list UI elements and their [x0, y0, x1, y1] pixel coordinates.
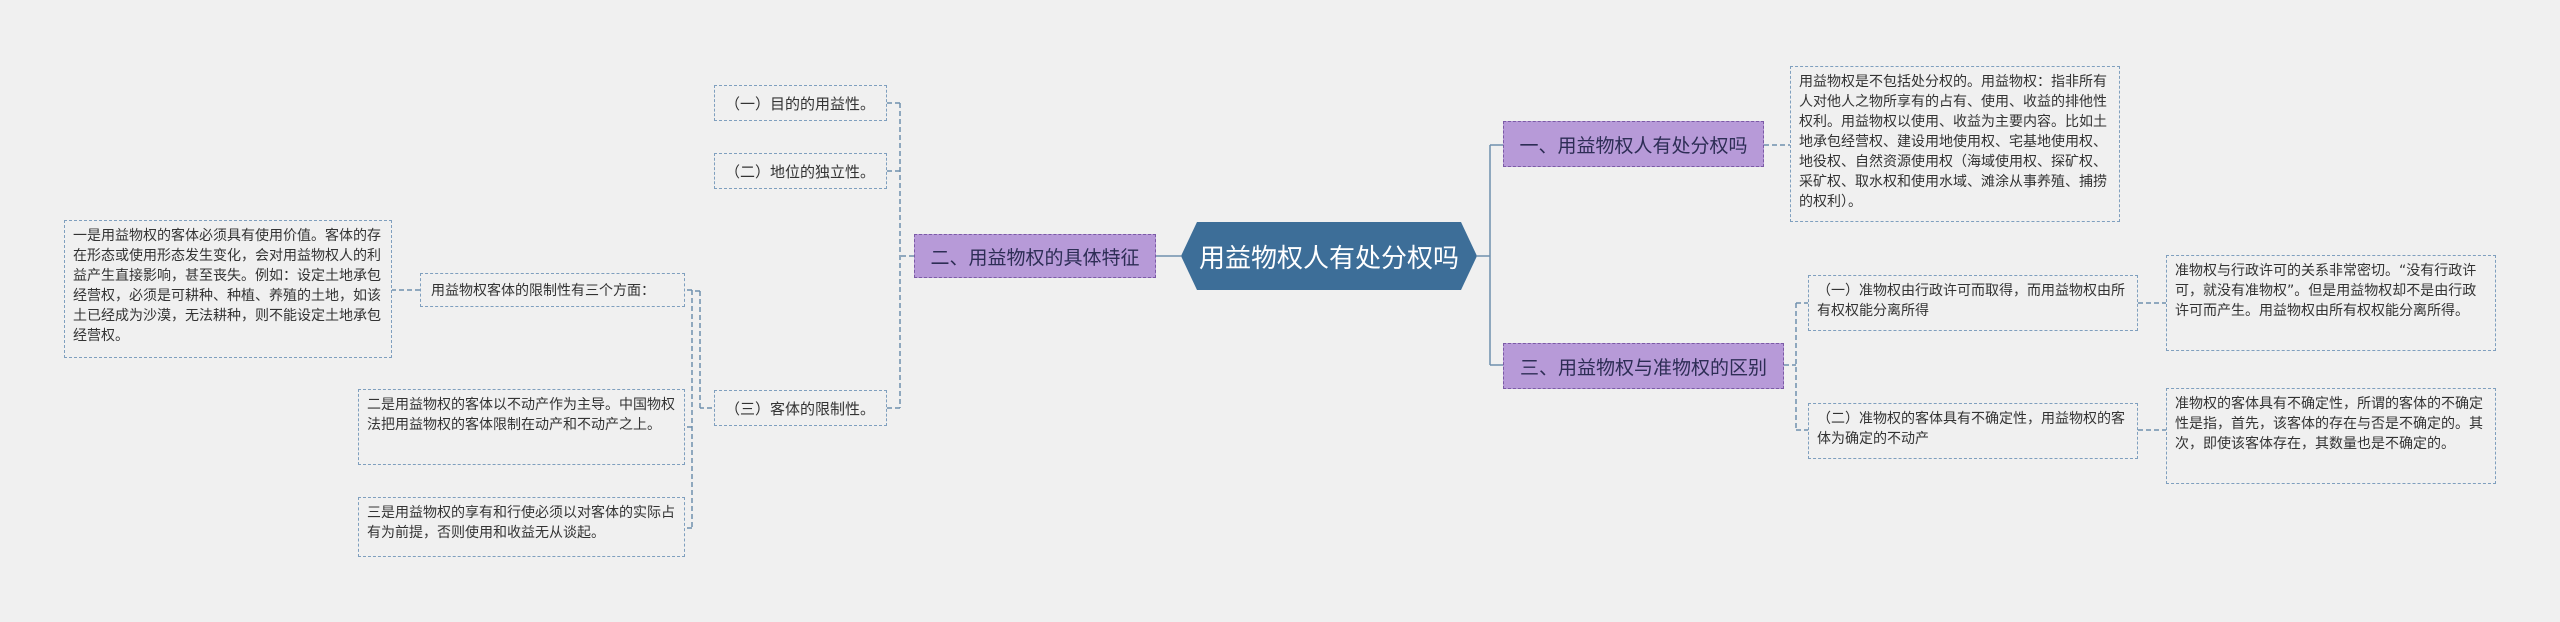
connector-diff-items — [1784, 302, 1808, 431]
feature-item-restriction-label: （三）客体的限制性。 — [725, 399, 876, 418]
difference-item-1-text: （一）准物权由行政许可而取得，而用益物权由所有权权能分离所得 — [1817, 283, 2125, 319]
feature-item-independence[interactable]: （二）地位的独立性。 — [714, 153, 887, 189]
restriction-point-3-text: 三是用益物权的享有和行使必须以对客体的实际占有为前提，否则使用和收益无从谈起。 — [367, 505, 675, 541]
restriction-point-3[interactable]: 三是用益物权的享有和行使必须以对客体的实际占有为前提，否则使用和收益无从谈起。 — [358, 497, 685, 557]
restriction-intro-label: 用益物权客体的限制性有三个方面： — [431, 283, 655, 299]
difference-item-2-detail[interactable]: 准物权的客体具有不确定性，所谓的客体的不确定性是指，首先，该客体的存在与否是不确… — [2166, 388, 2496, 484]
branch-difference-label: 三、用益物权与准物权的区别 — [1519, 356, 1767, 379]
branch-specific-features[interactable]: 二、用益物权的具体特征 — [914, 234, 1156, 278]
restriction-point-1-text: 一是用益物权的客体必须具有使用价值。客体的存在形态或使用形态发生变化，会对用益物… — [73, 228, 381, 344]
feature-item-purpose[interactable]: （一）目的的用益性。 — [714, 85, 887, 121]
difference-item-1-detail[interactable]: 准物权与行政许可的关系非常密切。“没有行政许可，就没有准物权”。但是用益物权却不… — [2166, 255, 2496, 351]
branch-specific-features-label: 二、用益物权的具体特征 — [930, 246, 1140, 269]
disposal-detail-text: 用益物权是不包括处分权的。用益物权：指非所有人对他人之物所享有的占有、使用、收益… — [1799, 74, 2107, 210]
branch-difference[interactable]: 三、用益物权与准物权的区别 — [1503, 343, 1784, 389]
difference-item-1[interactable]: （一）准物权由行政许可而取得，而用益物权由所有权权能分离所得 — [1808, 275, 2138, 331]
connector-intro-points — [685, 289, 700, 529]
connector-left-items — [887, 102, 914, 409]
feature-item-independence-label: （二）地位的独立性。 — [725, 162, 876, 181]
disposal-detail[interactable]: 用益物权是不包括处分权的。用益物权：指非所有人对他人之物所享有的占有、使用、收益… — [1790, 66, 2120, 222]
central-topic-label: 用益物权人有处分权吗 — [1198, 243, 1459, 274]
feature-item-restriction[interactable]: （三）客体的限制性。 — [714, 390, 887, 426]
branch-disposal-right-label: 一、用益物权人有处分权吗 — [1519, 134, 1748, 157]
restriction-point-1[interactable]: 一是用益物权的客体必须具有使用价值。客体的存在形态或使用形态发生变化，会对用益物… — [64, 220, 392, 358]
branch-disposal-right[interactable]: 一、用益物权人有处分权吗 — [1503, 121, 1764, 167]
central-topic[interactable]: 用益物权人有处分权吗 — [1181, 222, 1477, 290]
restriction-intro[interactable]: 用益物权客体的限制性有三个方面： — [420, 273, 685, 307]
difference-item-1-detail-text: 准物权与行政许可的关系非常密切。“没有行政许可，就没有准物权”。但是用益物权却不… — [2175, 263, 2477, 319]
connector-central-right — [1477, 144, 1503, 366]
difference-item-2-text: （二）准物权的客体具有不确定性，用益物权的客体为确定的不动产 — [1817, 411, 2125, 447]
difference-item-2-detail-text: 准物权的客体具有不确定性，所谓的客体的不确定性是指，首先，该客体的存在与否是不确… — [2175, 396, 2483, 452]
connector-item3-intro — [699, 291, 712, 409]
difference-item-2[interactable]: （二）准物权的客体具有不确定性，用益物权的客体为确定的不动产 — [1808, 403, 2138, 459]
restriction-point-2[interactable]: 二是用益物权的客体以不动产作为主导。中国物权法把用益物权的客体限制在动产和不动产… — [358, 389, 685, 465]
restriction-point-2-text: 二是用益物权的客体以不动产作为主导。中国物权法把用益物权的客体限制在动产和不动产… — [367, 397, 675, 433]
feature-item-purpose-label: （一）目的的用益性。 — [725, 94, 876, 113]
